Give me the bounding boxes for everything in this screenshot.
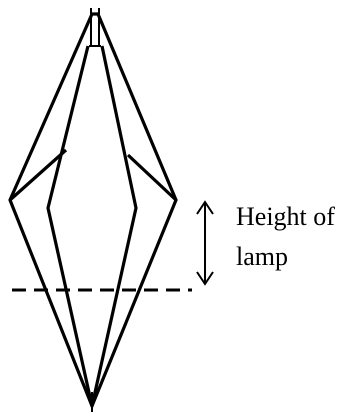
height-annotation: Height of lamp [236, 197, 335, 277]
lamp-outer-outline [8, 12, 178, 411]
annotation-line-2: lamp [236, 242, 288, 271]
height-double-arrow [196, 200, 214, 286]
lamp-inner-panels [46, 45, 138, 407]
lamp-shoulder-facets [8, 148, 178, 202]
annotation-line-1: Height of [236, 202, 335, 231]
